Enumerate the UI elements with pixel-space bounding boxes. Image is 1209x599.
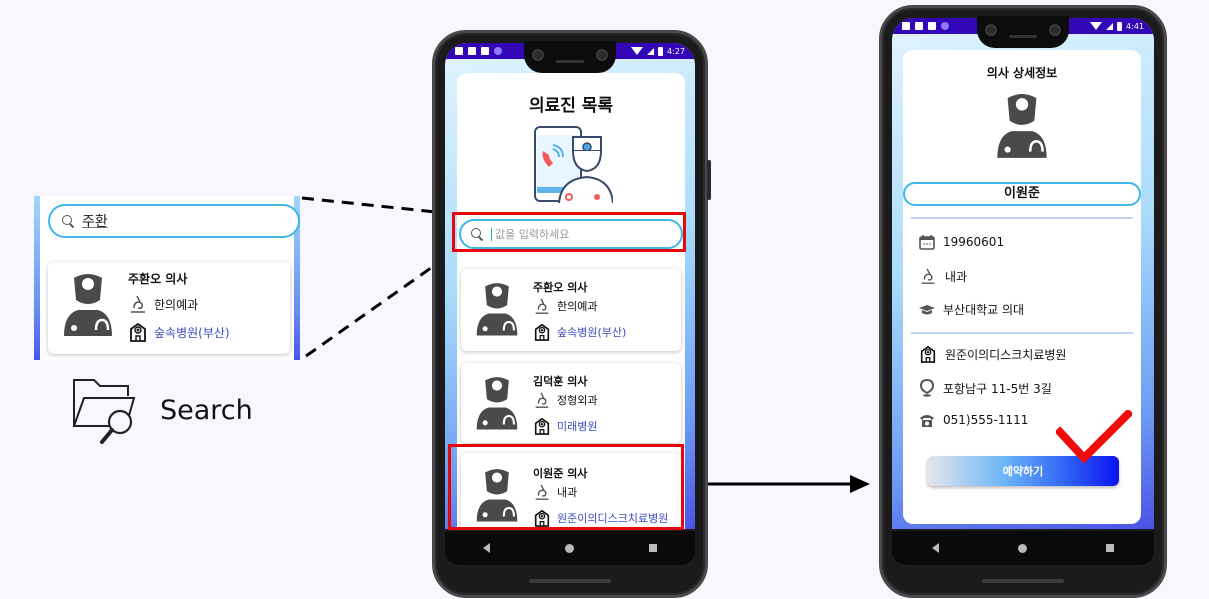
home-icon[interactable] <box>1017 543 1027 553</box>
doctor-phone-illustration <box>534 126 613 204</box>
inset-doctor-name: 주환오 의사 <box>128 272 188 286</box>
search-zoom-inset: 주환 주환오 의사 한의예과 숲속병원(부산) <box>34 196 300 360</box>
phone-doctor-list: 4:27 의료진 목록 <box>432 30 708 598</box>
doctor-avatar-icon <box>476 283 518 336</box>
microscope-icon <box>535 392 549 408</box>
hospital-address: 포항남구 11-5번 3길 <box>943 381 1052 396</box>
back-icon[interactable] <box>931 543 939 553</box>
hospital-icon <box>920 345 936 363</box>
camera-notch <box>524 41 616 73</box>
inset-doctor-department: 한의예과 <box>154 297 199 312</box>
home-indicator <box>982 579 1064 583</box>
selected-doctor-highlight-box <box>448 444 684 530</box>
doctor-school: 부산대학교 의대 <box>943 303 1025 317</box>
back-icon[interactable] <box>482 543 490 553</box>
recent-apps-icon[interactable] <box>649 544 658 552</box>
location-pin-icon <box>919 379 935 397</box>
battery-icon <box>1117 21 1123 31</box>
list-panel: 의료진 목록 <box>457 73 685 529</box>
page-title: 의료진 목록 <box>528 96 614 116</box>
doctor-name: 김덕훈 의사 <box>533 375 588 388</box>
doctor-hospital: 미래병원 <box>557 420 598 433</box>
divider <box>911 217 1133 219</box>
doctor-card[interactable]: 김덕훈 의사 정형외과 미래병원 <box>461 363 681 443</box>
doctor-name-field: 이원준 <box>903 182 1141 206</box>
doctor-avatar-icon <box>64 274 112 336</box>
home-indicator <box>529 579 611 583</box>
inset-doctor-hospital: 숲속병원(부산) <box>154 325 230 340</box>
doctor-department: 한의예과 <box>557 300 598 313</box>
camera-notch <box>977 16 1069 48</box>
battery-icon <box>658 46 664 56</box>
signal-icon <box>1106 22 1114 30</box>
telephone-icon <box>920 415 934 427</box>
doctor-name: 이원준 의사 <box>533 467 588 480</box>
checkmark-icon <box>1056 410 1132 464</box>
inset-search-field[interactable]: 주환 <box>48 204 300 238</box>
hospital-icon <box>130 322 146 342</box>
microscope-icon <box>535 484 549 500</box>
recent-apps-icon[interactable] <box>1106 544 1115 552</box>
divider <box>911 332 1133 334</box>
doctor-department: 정형외과 <box>557 394 598 407</box>
doctor-card[interactable]: 이원준 의사 내과 원준이의디스크치료병원 <box>461 453 681 529</box>
doctor-birthdate: 19960601 <box>943 235 1005 249</box>
search-caption: Search <box>70 374 253 446</box>
doctor-avatar-icon <box>476 377 518 430</box>
graduation-cap-icon <box>919 304 935 314</box>
search-icon <box>471 228 483 240</box>
hospital-icon <box>534 323 550 341</box>
page-title: 의사 상세정보 <box>986 66 1058 80</box>
reserve-button[interactable]: 예약하기 <box>927 456 1119 486</box>
hospital-icon <box>534 417 550 435</box>
doctor-department: 내과 <box>945 269 968 284</box>
doctor-department: 내과 <box>557 486 578 499</box>
inset-search-query: 주환 <box>82 214 108 230</box>
doctor-name: 주환오 의사 <box>533 281 588 294</box>
doctor-hospital: 원준이의디스크치료병원 <box>945 347 1067 362</box>
folder-search-icon <box>72 379 136 444</box>
status-time: 4:27 <box>667 46 685 56</box>
doctor-avatar-icon <box>997 94 1047 158</box>
doctor-card[interactable]: 주환오 의사 한의예과 숲속병원(부산) <box>461 269 681 351</box>
android-nav-bar <box>445 531 695 565</box>
status-time: 4:41 <box>1126 21 1144 31</box>
inset-doctor-card[interactable]: 주환오 의사 한의예과 숲속병원(부산) <box>48 262 290 354</box>
microscope-icon <box>131 295 145 313</box>
home-icon[interactable] <box>564 543 574 553</box>
doctor-avatar-icon <box>476 469 518 522</box>
hospital-phone[interactable]: 051)555-1111 <box>943 413 1029 427</box>
doctor-hospital: 숲속병원(부산) <box>557 326 627 339</box>
microscope-icon <box>921 268 935 284</box>
doctor-hospital: 원준이의디스크치료병원 <box>557 512 669 525</box>
wifi-icon <box>631 47 644 55</box>
search-field[interactable] <box>459 219 683 249</box>
signal-icon <box>647 47 655 55</box>
phone-doctor-detail: 4:41 의사 상세정보 이원준 19960601 내과 부산대 <box>879 5 1167 598</box>
phone-side-button <box>707 160 711 200</box>
wifi-icon <box>1090 22 1103 30</box>
search-highlight-box <box>452 212 686 252</box>
search-caption-text: Search <box>160 394 253 426</box>
calendar-icon <box>919 235 935 250</box>
hospital-icon <box>534 509 550 527</box>
microscope-icon <box>535 298 549 314</box>
search-icon <box>62 215 74 227</box>
android-nav-bar <box>892 531 1154 565</box>
search-input[interactable] <box>491 227 661 241</box>
